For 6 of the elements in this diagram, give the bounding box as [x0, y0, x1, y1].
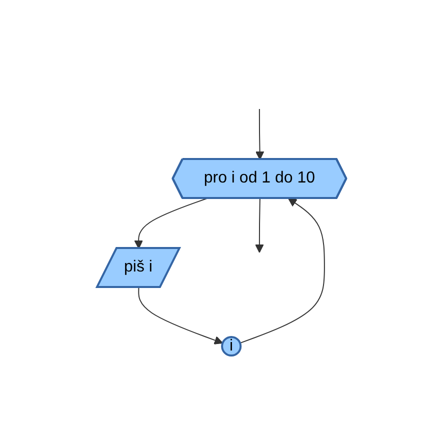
node-circle: i — [220, 336, 242, 356]
arrow — [255, 108, 264, 160]
arrow — [239, 198, 325, 344]
arrow — [134, 198, 208, 249]
arrow — [254, 198, 264, 253]
arrow — [138, 286, 223, 344]
